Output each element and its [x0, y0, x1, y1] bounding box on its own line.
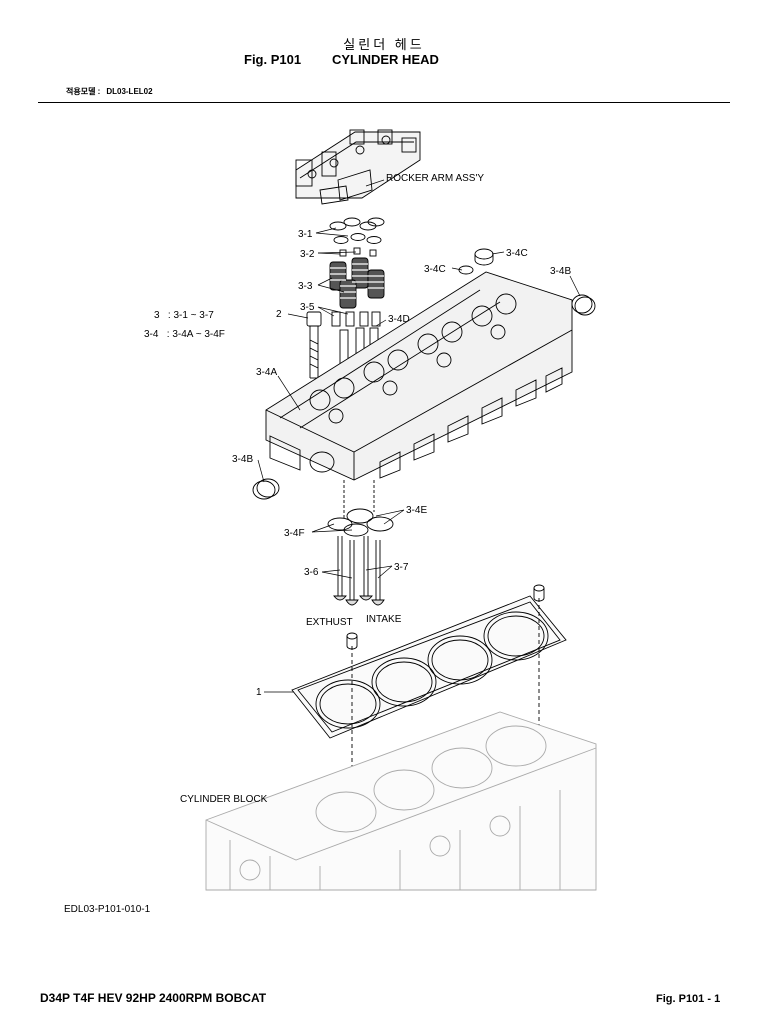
callout-3-4a: 3-4A [256, 367, 277, 378]
legend-row-1: 3 : 3-1 ~ 3-7 [154, 310, 214, 321]
callout-3-4b-right: 3-4B [550, 266, 571, 277]
callout-cylinder-block: CYLINDER BLOCK [180, 794, 268, 805]
callout-3-4b-left: 3-4B [232, 454, 253, 465]
model-value: DL03-LEL02 [106, 87, 153, 96]
callout-3-4c-left: 3-4C [424, 264, 446, 275]
footer-page: Fig. P101 - 1 [656, 993, 721, 1005]
callout-3-4e: 3-4E [406, 505, 427, 516]
rocker-arm-assembly-drawing [295, 129, 421, 205]
callout-3-6: 3-6 [304, 567, 319, 578]
callout-3-2: 3-2 [300, 249, 315, 260]
drawing-code: EDL03-P101-010-1 [64, 904, 151, 915]
model-line: 적용모델 : DL03-LEL02 [66, 86, 159, 97]
callout-3-1: 3-1 [298, 229, 313, 240]
head-bolt-drawing [306, 311, 322, 379]
callout-3-3: 3-3 [298, 281, 313, 292]
callout-3-4d: 3-4D [388, 314, 410, 325]
model-label: 적용모델 : [66, 87, 101, 96]
leader-lines [257, 179, 581, 693]
valve-springs-drawing [329, 217, 385, 367]
header-divider [38, 102, 730, 103]
figure-number: Fig. P101 [244, 52, 302, 67]
title-korean: 실린더 헤드 [343, 37, 425, 52]
legend-row-2: 3-4 : 3-4A ~ 3-4F [144, 329, 225, 340]
callout-labels: ROCKER ARM ASS'Y 3-1 3-2 3-3 3-5 2 3-4D … [144, 173, 571, 805]
callout-3-4c-right: 3-4C [506, 248, 528, 259]
callout-intake: INTAKE [366, 614, 402, 625]
cylinder-head-drawing [265, 271, 573, 481]
callout-3-5: 3-5 [300, 302, 315, 313]
callout-exhaust: EXTHUST [306, 617, 353, 628]
cylinder-block-drawing [205, 711, 597, 891]
head-gasket-drawing [291, 595, 567, 739]
figure-title: CYLINDER HEAD [332, 52, 439, 67]
callout-2: 2 [276, 309, 282, 320]
callout-rocker-arm: ROCKER ARM ASS'Y [386, 173, 484, 184]
callout-3-4f: 3-4F [284, 528, 305, 539]
callout-1: 1 [256, 687, 262, 698]
valves-drawing [327, 480, 394, 606]
callout-3-7: 3-7 [394, 562, 409, 573]
footer-model: D34P T4F HEV 92HP 2400RPM BOBCAT [40, 991, 267, 1005]
